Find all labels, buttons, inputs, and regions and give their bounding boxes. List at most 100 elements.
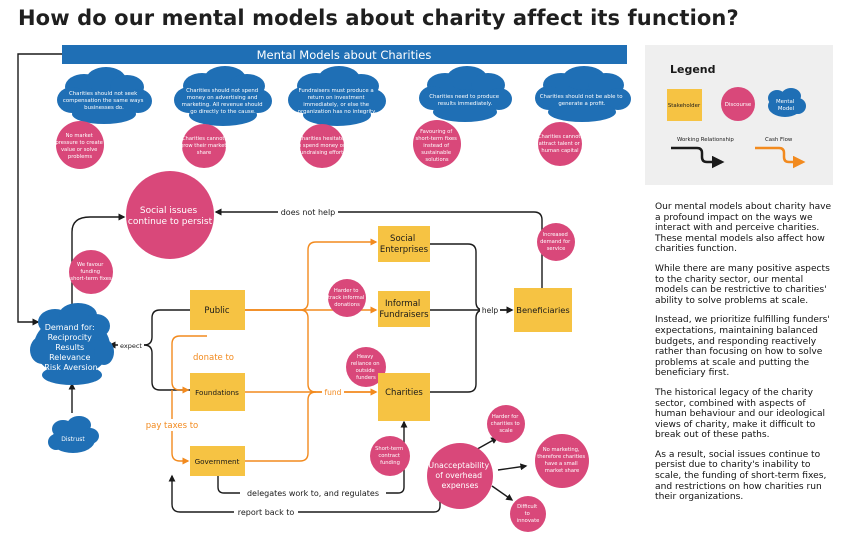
charities-to-beneficiaries-edge — [430, 309, 485, 393]
page-title: How do our mental models about charity a… — [18, 6, 739, 30]
discourse-cannot-grow-text: Charities cannot grow their market share — [180, 136, 228, 156]
social-enterprises-node — [378, 226, 430, 262]
government-node — [190, 446, 245, 476]
edge-label-help: help — [482, 306, 498, 315]
edge-label-delegates: delegates work to, and regulates — [247, 489, 379, 498]
edge-label-expect: expect — [120, 342, 142, 350]
paragraph-2: While there are many positive aspects to… — [655, 263, 830, 306]
informal-fundraisers-node — [378, 291, 430, 327]
discourse-cannot-grow — [182, 124, 226, 168]
donate-to-edge — [171, 335, 207, 394]
cloud-1 — [57, 67, 152, 124]
discourse-short-contract-text: Short-term contract funding — [375, 446, 405, 466]
demand-cloud — [30, 303, 114, 385]
legend-discourse-label: Discourse — [725, 102, 752, 108]
social-enterprises-to-beneficiaries-edge — [430, 243, 514, 314]
discourse-no-marketing — [535, 434, 589, 488]
mental-models-banner — [62, 45, 627, 64]
edge-label-donate-to: donate to — [193, 353, 234, 363]
public-node — [190, 290, 245, 330]
legend-mental-model-label: Mental Model — [776, 99, 796, 112]
discourse-no-market-pressure — [56, 121, 104, 169]
discourse-heavy-reliance — [346, 347, 386, 387]
unacceptability-text: Unacceptability of overhead expenses — [428, 461, 491, 490]
unacceptability-node — [427, 443, 493, 509]
discourse-short-contract — [370, 436, 410, 476]
cloud-3 — [288, 66, 386, 126]
discourse-no-market-pressure-text: No market pressure to create value or so… — [55, 133, 104, 160]
cloud-4 — [419, 66, 512, 122]
discourse-increased-demand — [537, 223, 575, 261]
discourse-heavy-reliance-text: Heavy reliance on outside funders — [351, 354, 381, 381]
legend-working-relationship-arrow — [671, 146, 725, 169]
explanation-text: Our mental models about charity have a p… — [655, 202, 835, 512]
social-issues-text: Social issues continue to persist — [128, 206, 213, 227]
cloud-5 — [535, 66, 631, 122]
demand-text: Demand for: Reciprocity Results Relevanc… — [44, 323, 97, 372]
discourse-cannot-attract-talent-text: Charities cannot attract talent or human… — [538, 134, 582, 154]
discourse-short-term-funding — [69, 250, 113, 294]
cloud-2-text: Charities should not spend money on adve… — [182, 88, 265, 115]
paragraph-4: The historical legacy of the charity sec… — [655, 387, 826, 441]
discourse-hesitate-fundraising-text: Charities hesitate to spend money on fun… — [296, 136, 348, 156]
public-expect-edge — [108, 309, 190, 349]
legend-stakeholder-swatch — [667, 89, 702, 121]
charities-text: Charities — [385, 388, 423, 398]
discourse-no-marketing-text: No marketing, therefore charities have a… — [537, 447, 587, 474]
foundations-text: Foundations — [195, 388, 239, 397]
edge-label-fund: fund — [325, 388, 342, 397]
distrust-cloud — [48, 416, 99, 453]
unacceptability-to-no-marketing-edge — [497, 463, 528, 471]
paragraph-1: Our mental models about charity have a p… — [655, 202, 832, 255]
cloud-3-text: Fundraisers must produce a return on inv… — [298, 88, 377, 115]
beneficiaries-node — [514, 288, 572, 332]
legend-cash-flow-arrow — [755, 146, 806, 169]
cloud-1-text: Charities should not seek compensation t… — [63, 91, 145, 111]
charities-node — [378, 373, 430, 421]
demand-to-social-issues-edge — [71, 213, 126, 306]
discourse-difficult-innovate — [510, 496, 546, 532]
edge-label-does-not-help: does not help — [281, 208, 336, 217]
edge-label-report-back: report back to — [238, 508, 295, 517]
foundations-expect-edge — [143, 344, 190, 391]
paragraph-3: Instead, we prioritize fulfilling funder… — [655, 315, 830, 379]
discourse-increased-demand-text: Increased demand for service — [540, 232, 572, 252]
pay-taxes-to-edge — [171, 390, 190, 465]
discourse-short-term-funding-text: We favour funding short-term fixes — [70, 262, 112, 282]
distrust-text: Distrust — [61, 436, 85, 443]
discourse-short-term-fixes-text: Favouring of short-term fixes instead of… — [416, 129, 459, 163]
legend-cash-flow-label: Cash Flow — [765, 137, 793, 143]
legend-working-relationship-label: Working Relationship — [677, 137, 734, 143]
banner-text: Mental Models about Charities — [257, 48, 432, 62]
cloud-2 — [174, 66, 272, 126]
legend-title: Legend — [670, 63, 716, 76]
discourse-cannot-attract-talent — [538, 122, 582, 166]
legend-discourse-swatch — [721, 87, 755, 121]
public-text: Public — [204, 306, 229, 316]
cloud-4-text: Charities need to produce results immedi… — [429, 94, 501, 107]
legend-mental-model-swatch — [768, 88, 806, 117]
social-enterprises-text: Social Enterprises — [380, 234, 429, 255]
discourse-harder-track-text: Harder to track informal donations — [328, 288, 366, 308]
beneficiaries-text: Beneficiaries — [516, 305, 569, 315]
discourse-short-term-fixes — [413, 120, 461, 168]
discourse-harder-scale-text: Harder for charities to scale — [491, 414, 522, 434]
government-text: Government — [195, 457, 240, 466]
report-back-edge — [172, 422, 441, 513]
discourse-harder-scale — [487, 405, 525, 443]
discourse-hesitate-fundraising — [300, 124, 344, 168]
foundations-node — [190, 373, 245, 411]
informal-fundraisers-text: Informal Fundraisers — [379, 299, 429, 320]
edge-label-pay-taxes-to: pay taxes to — [146, 421, 199, 431]
beneficiaries-to-social-issues-edge — [214, 208, 543, 288]
legend-stakeholder-label: Stakeholder — [668, 103, 701, 109]
cloud-5-text: Charities should not be able to generate… — [540, 94, 625, 107]
paragraph-5: As a result, social issues continue to p… — [655, 449, 827, 503]
discourse-harder-track — [328, 279, 366, 317]
social-issues-node — [126, 171, 214, 259]
discourse-difficult-innovate-text: Difficult to innovate — [517, 504, 540, 524]
banner-to-demand-edge — [17, 53, 62, 326]
unacceptability-to-innovate-edge — [491, 485, 514, 501]
government-fund-edge — [245, 391, 317, 462]
